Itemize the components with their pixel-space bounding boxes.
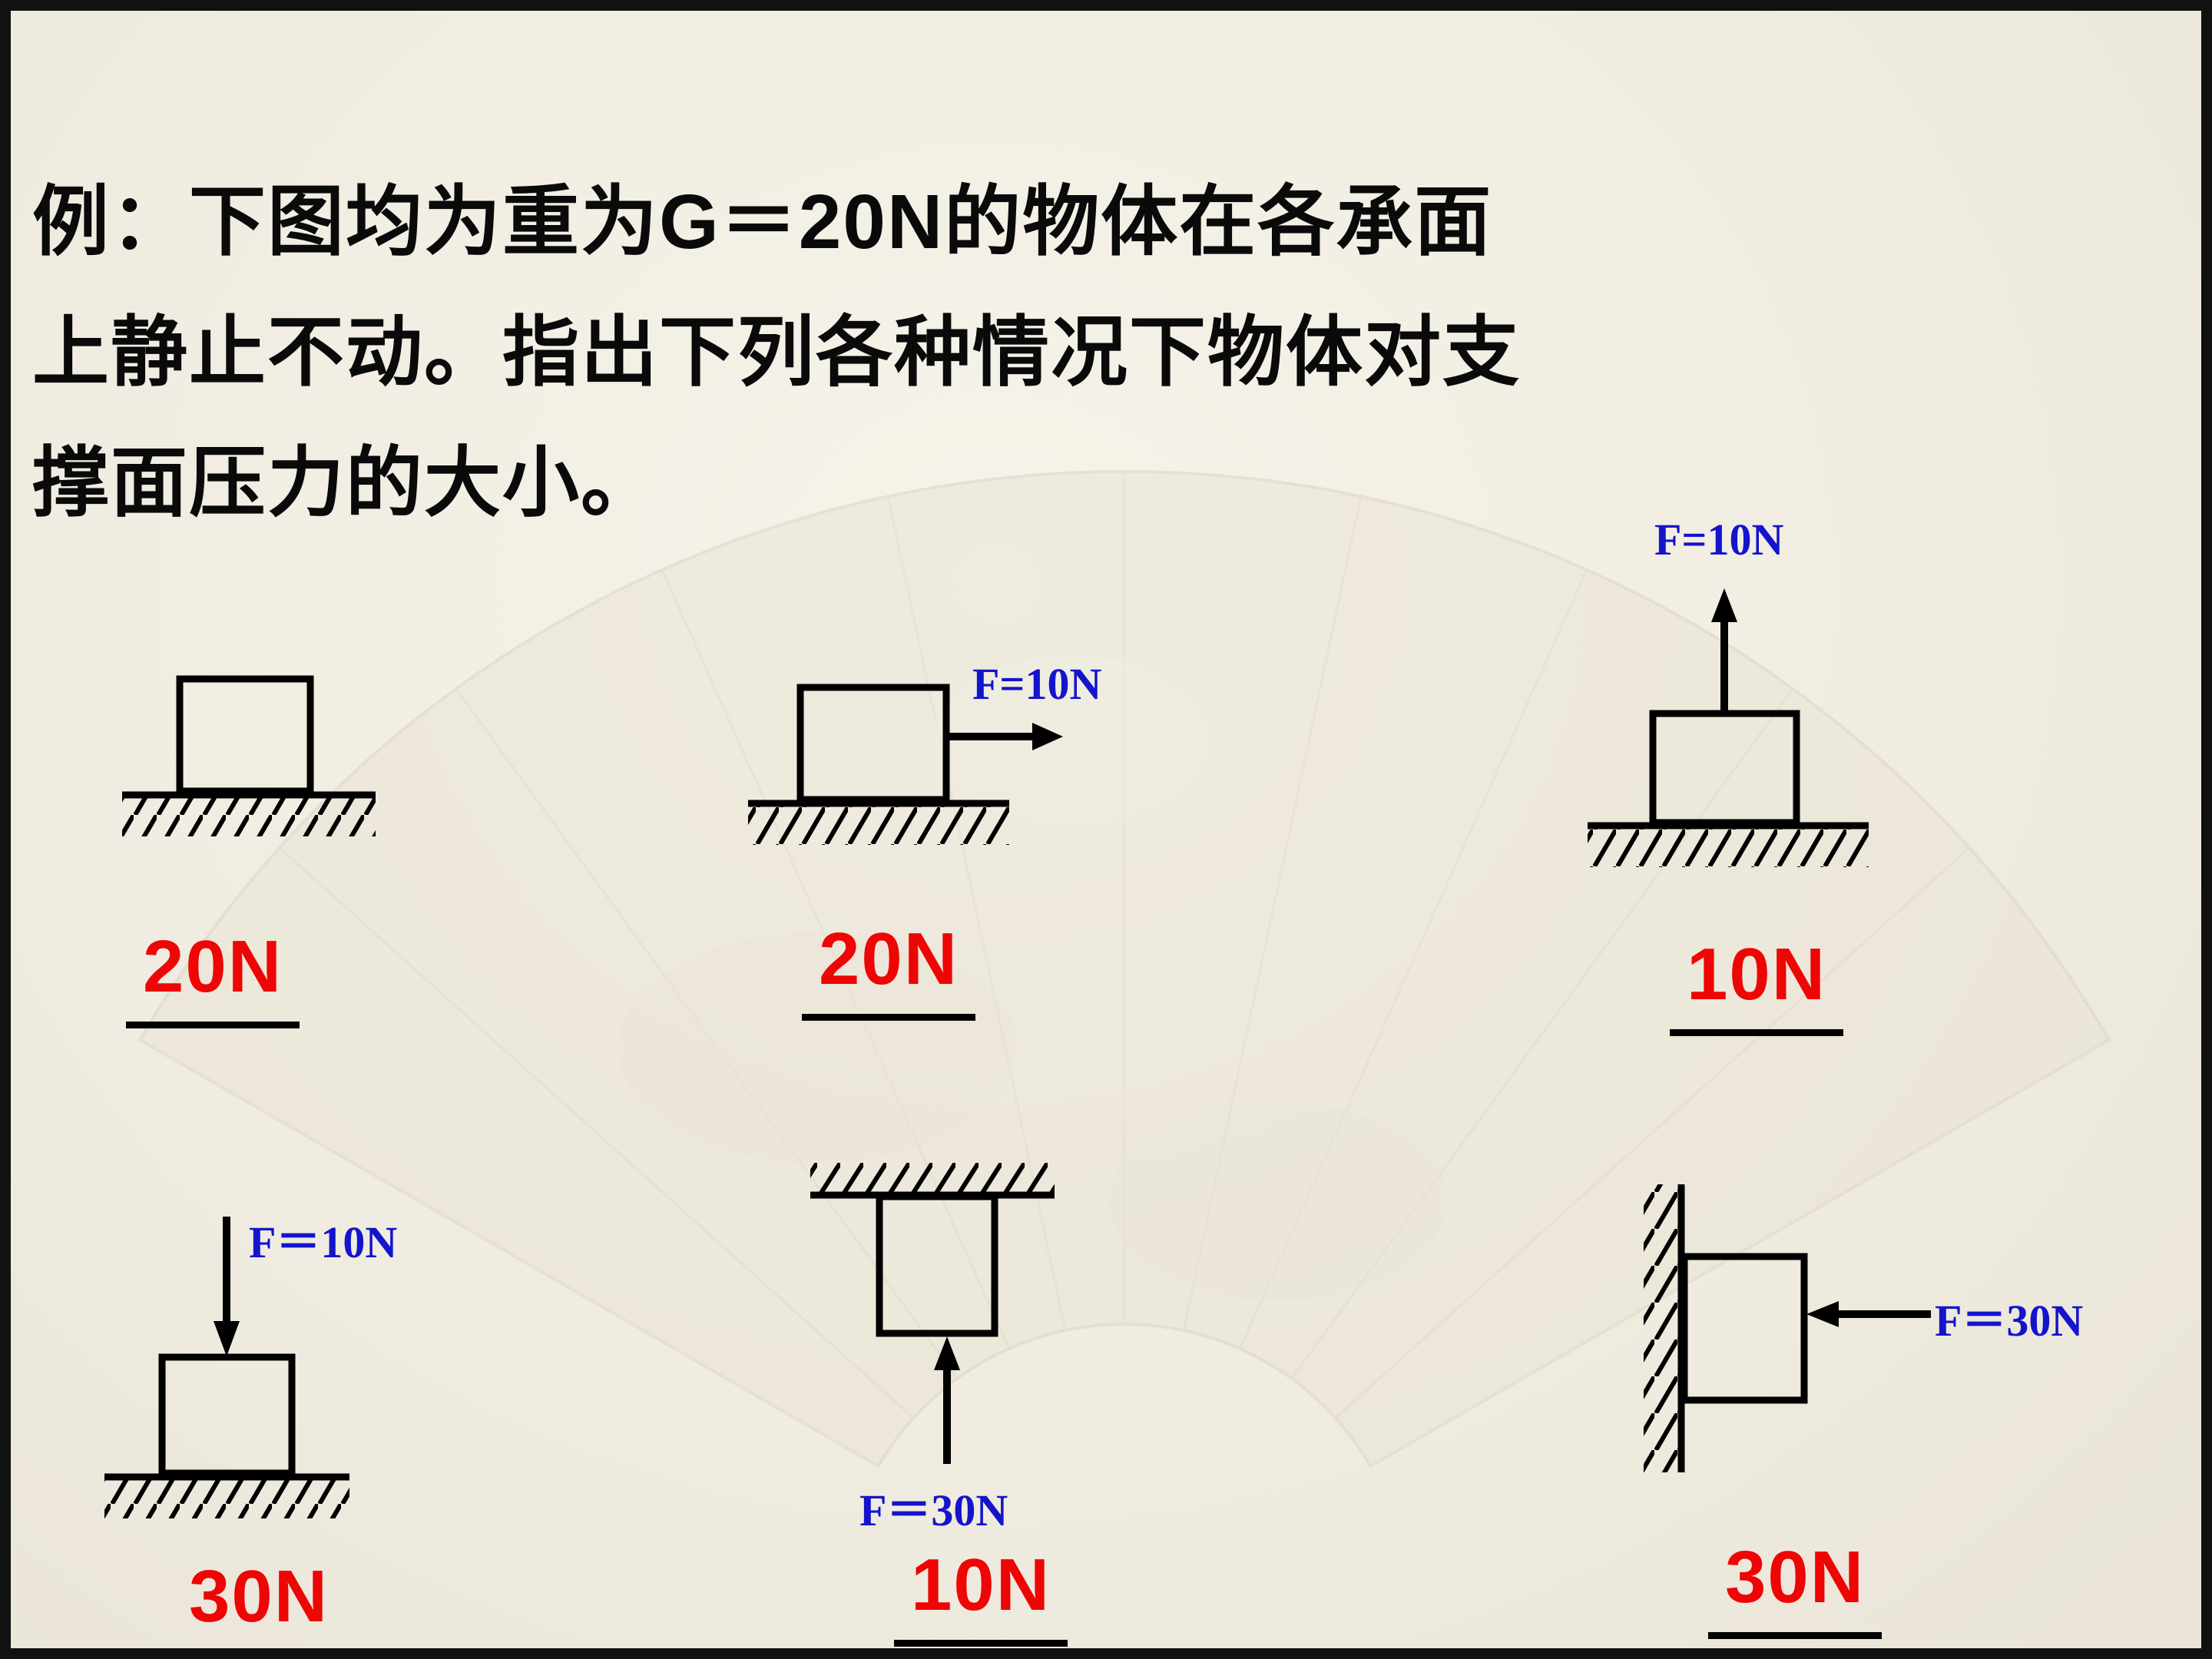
diagram-box-against-wall [1608,1155,2008,1493]
answer-value: 20N [126,925,300,1028]
answer-4: 30N [172,1555,346,1648]
answer-6: 30N [1708,1535,1883,1639]
diagram-box-on-ground [111,667,387,844]
answer-value: 10N [894,1543,1068,1647]
ground-hatching [748,806,1009,845]
force-arrow-up [1711,588,1737,712]
force-arrow-up [934,1336,960,1464]
force-label-6: F＝30N [1935,1296,2084,1346]
box [1649,710,1800,826]
slide-title: 例：下图均为重为G＝20N的物体在各承面 上静止不动。指出下列各种情况下物体对支… [32,157,1998,548]
box [876,1193,998,1337]
answer-value: 10N [1670,932,1844,1036]
force-arrow-down [214,1217,240,1356]
answer-1: 20N [126,925,300,1028]
force-label-4: F＝10N [249,1217,398,1267]
ground-hatching [122,798,376,836]
diagram-box-upward-force [1570,571,1892,867]
answer-value: 20N [802,917,976,1021]
answer-2: 20N [802,917,976,1021]
ceiling-hatching [810,1163,1055,1192]
force-arrow-right [946,723,1063,750]
force-label-5: F＝30N [859,1485,1008,1535]
diagram-6-figure [1644,1184,1931,1472]
diagram-4-figure [104,1217,349,1518]
ground-hatching [104,1480,349,1518]
box [1681,1253,1808,1404]
wall-hatching [1644,1184,1679,1472]
answer-5: 10N [894,1543,1068,1647]
box [158,1353,296,1477]
diagram-1-figure [122,675,376,836]
diagram-box-rightward-force [733,660,1209,848]
force-label-3: F=10N [1654,515,1784,565]
title-line-1: 例：下图均为重为G＝20N的物体在各承面 [32,179,1493,265]
title-line-2: 上静止不动。指出下列各种情况下物体对支 [32,310,1521,396]
box [796,684,950,803]
ground-hatching [1588,829,1869,867]
answer-value: 30N [1708,1535,1883,1639]
force-arrow-left [1806,1301,1931,1327]
diagram-2-figure [748,684,1063,845]
answer-value: 30N [172,1555,346,1648]
diagram-box-downward-force [88,1209,379,1518]
title-line-3: 撑面压力的大小。 [32,440,659,526]
diagram-box-under-ceiling [794,1163,1124,1478]
answer-3: 10N [1670,932,1844,1036]
force-label-2: F=10N [972,659,1102,709]
diagram-5-figure [810,1163,1055,1464]
box [176,675,314,795]
diagram-3-figure [1588,588,1869,867]
